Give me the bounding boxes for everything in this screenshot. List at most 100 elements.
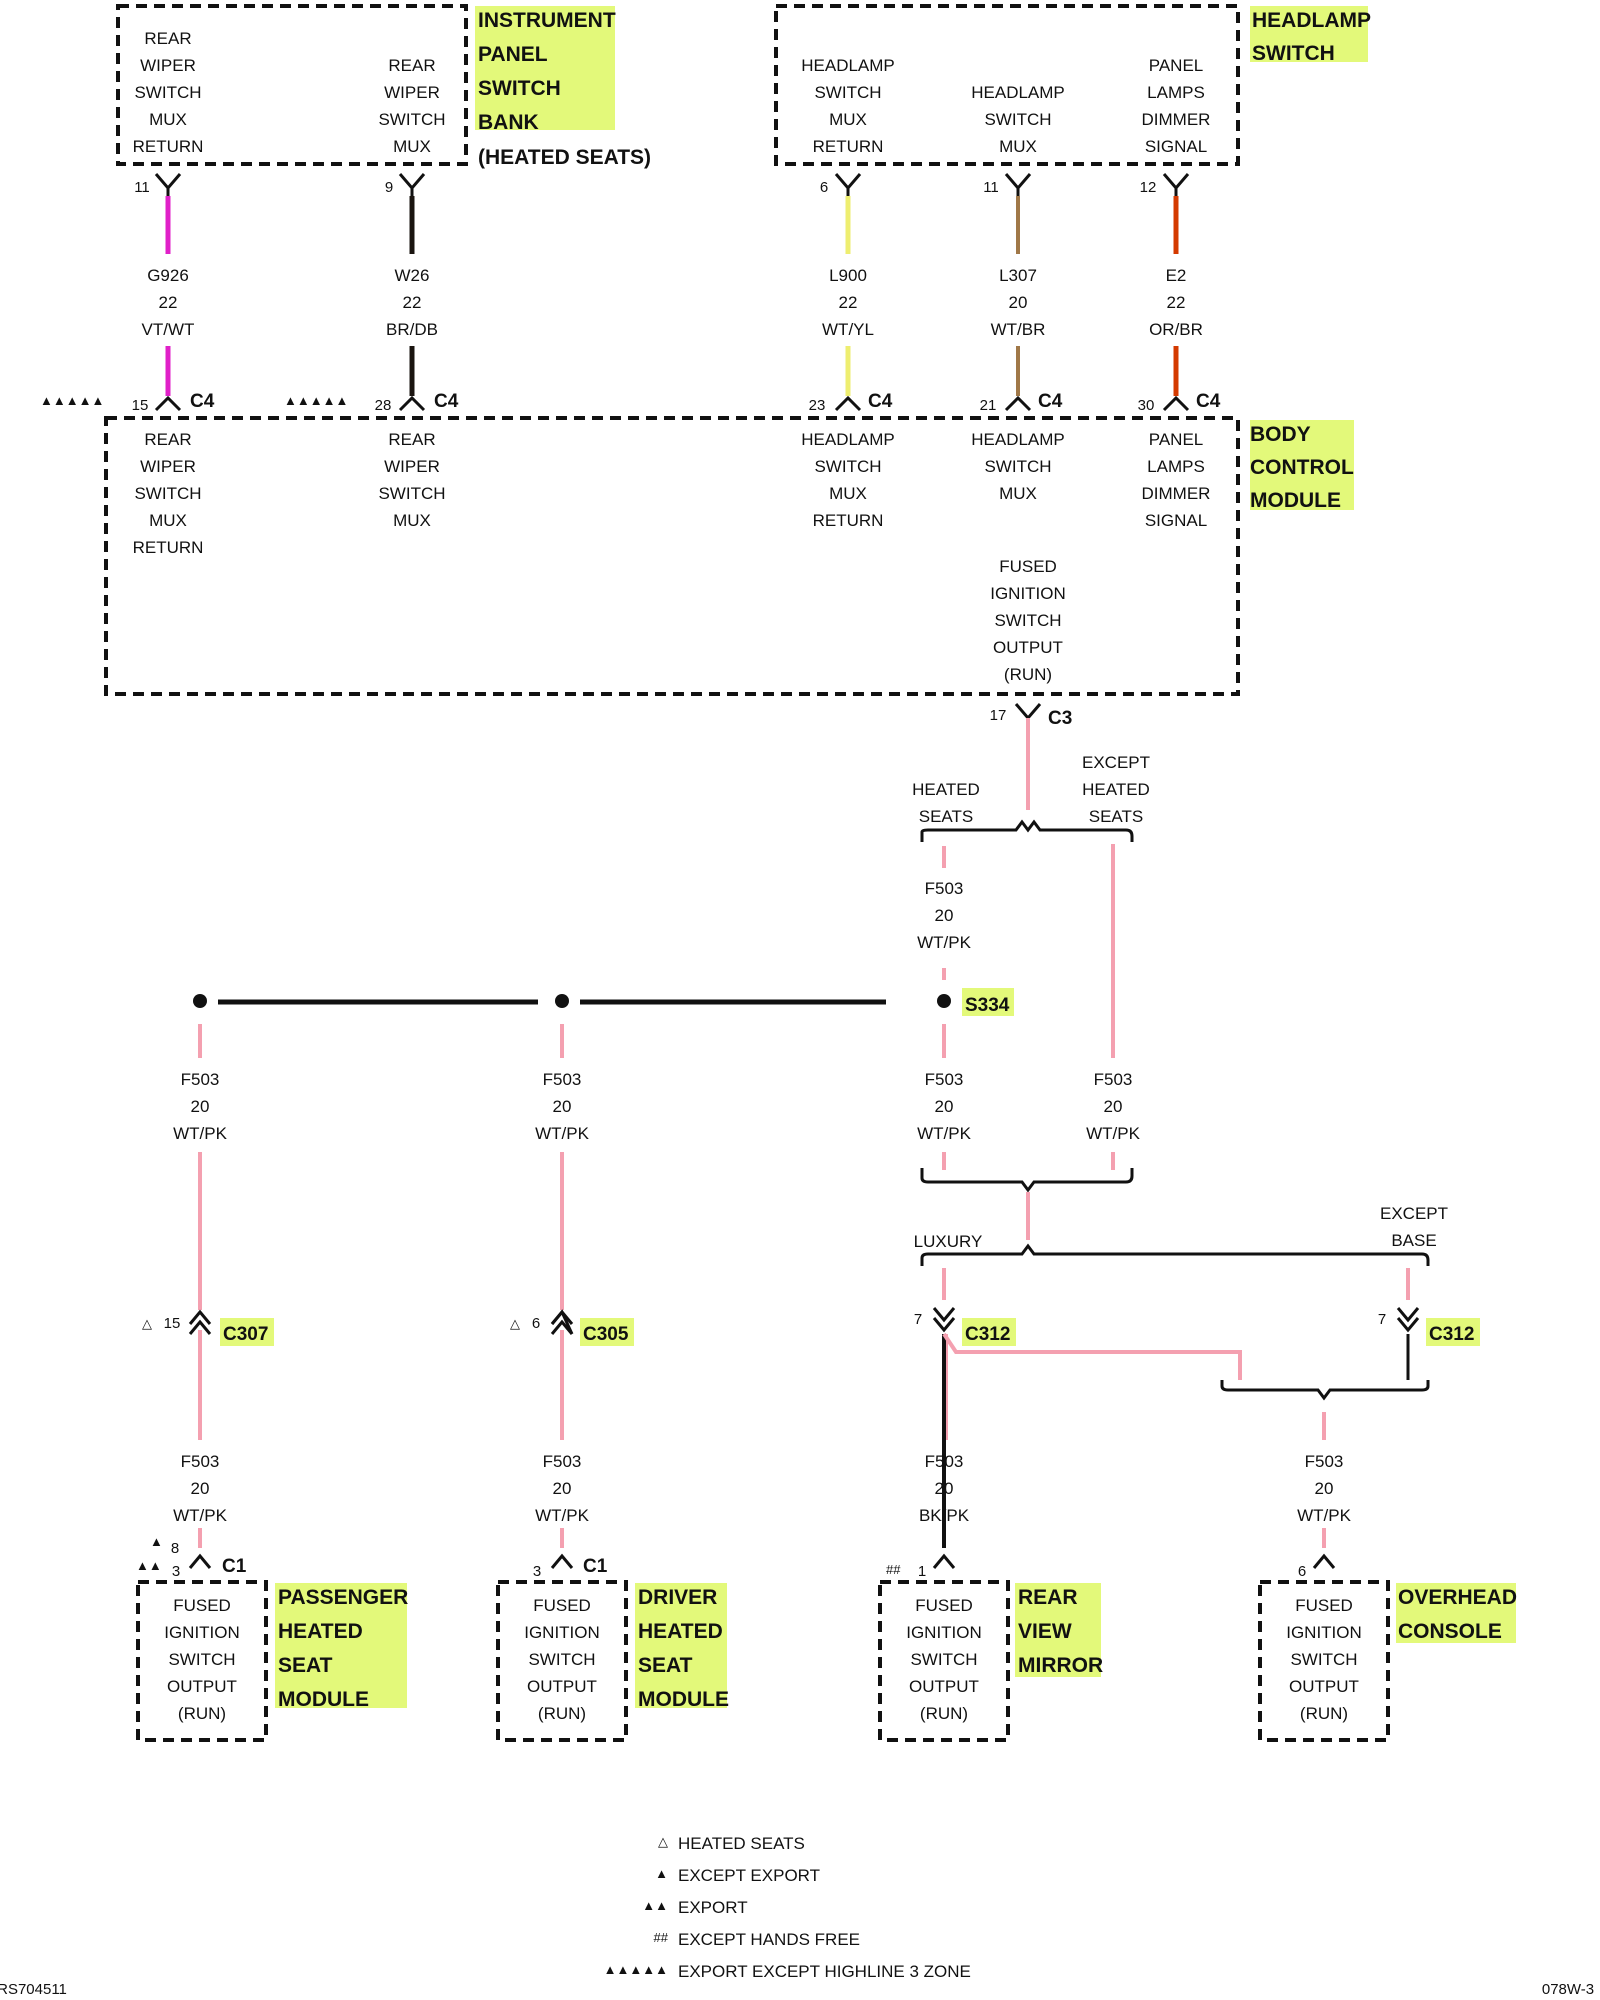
bcm-box [104, 416, 1240, 696]
driver-label-3: OUTPUT [527, 1677, 597, 1696]
overhead-title-1: CONSOLE [1398, 1620, 1502, 1643]
overhead-label-4: (RUN) [1300, 1704, 1348, 1723]
mirror-title-highlight [1015, 1583, 1101, 1677]
passenger-title-3: MODULE [278, 1688, 369, 1711]
bcm-pin21-label-0: HEADLAMP [971, 430, 1065, 449]
bcm-fused-label-4: (RUN) [1004, 665, 1052, 684]
wire-l900-id: L900 [829, 266, 867, 285]
wire-f503-o2-id: F503 [1305, 1452, 1344, 1471]
passenger-title-2: SEAT [278, 1654, 333, 1677]
passenger-label-3: OUTPUT [167, 1677, 237, 1696]
branch-brace-luxury [920, 1243, 1430, 1266]
bcm-fused-label-1: IGNITION [990, 584, 1066, 603]
mirror-pin1-symbol: ## [886, 1562, 901, 1577]
wire-e2-color: OR/BR [1149, 320, 1203, 339]
legend-symbol-0: △ [658, 1834, 668, 1849]
branch-heated-1: SEATS [919, 807, 973, 826]
bcm-pin28-label-2: SWITCH [378, 484, 445, 503]
passenger-label-0: FUSED [173, 1596, 231, 1615]
legend: △ HEATED SEATS ▲ EXCEPT EXPORT ▲▲ EXPORT… [604, 1834, 971, 1981]
overhead-box [1258, 1580, 1390, 1742]
c307-highlight [220, 1318, 274, 1346]
ipsb-subtitle: (HEATED SEATS) [478, 146, 651, 169]
wire-f503-d1-id: F503 [543, 1070, 582, 1089]
wire-f503-d2-color: WT/PK [535, 1506, 589, 1525]
driver-title-3: MODULE [638, 1688, 729, 1711]
ipsb-pin1-label-1: WIPER [140, 56, 196, 75]
bcm-pin28-label-1: WIPER [384, 457, 440, 476]
splice-dot-driver [555, 994, 569, 1008]
c307-label: C307 [223, 1324, 268, 1345]
bcm-pin30-label-0: PANEL [1149, 430, 1204, 449]
wire-f503-d2-id: F503 [543, 1452, 582, 1471]
ipsb-pin2-label-2: SWITCH [378, 110, 445, 129]
passenger-pin8: 8 [171, 1540, 179, 1557]
hls-pin3-label-3: SIGNAL [1145, 137, 1207, 156]
mirror-label-3: OUTPUT [909, 1677, 979, 1696]
hls-pin2-label-2: MUX [999, 137, 1037, 156]
bcm-pin23-label-0: HEADLAMP [801, 430, 895, 449]
ipsb-pin2-label-1: WIPER [384, 83, 440, 102]
bcm-pin15-label-4: RETURN [133, 538, 204, 557]
legend-text-3: EXCEPT HANDS FREE [678, 1930, 860, 1949]
wire-l307-color: WT/BR [991, 320, 1046, 339]
bcm-pin21-label-2: MUX [999, 484, 1037, 503]
bcm-title-1: CONTROL [1250, 456, 1354, 479]
overhead-label-1: IGNITION [1286, 1623, 1362, 1642]
passenger-conn: C1 [222, 1556, 247, 1577]
wire-l900-gauge: 22 [839, 293, 858, 312]
wire-f503-h1-color: WT/PK [917, 1124, 971, 1143]
bcm-pin23-label-1: SWITCH [814, 457, 881, 476]
wire-w26-id: W26 [395, 266, 430, 285]
c305-label: C305 [583, 1324, 629, 1345]
wire-f503-p2-gauge: 20 [191, 1479, 210, 1498]
inline-connector-symbols [188, 1307, 1420, 1335]
mirror-label-0: FUSED [915, 1596, 973, 1615]
legend-text-2: EXPORT [678, 1898, 748, 1917]
bcm-pin28-label-0: REAR [388, 430, 435, 449]
ipsb-title-2: SWITCH [478, 77, 561, 100]
branch-heated-0: HEATED [912, 780, 980, 799]
c312b-highlight [1426, 1318, 1480, 1346]
bcm-fused-label-2: SWITCH [994, 611, 1061, 630]
c307-symbol: △ [142, 1316, 152, 1331]
c305-highlight [580, 1318, 634, 1346]
wire-f503-h1-gauge: 20 [935, 1097, 954, 1116]
wire-f503-h1-id: F503 [925, 1070, 964, 1089]
hls-pin3-number: 12 [1140, 179, 1157, 196]
wire-l307-id: L307 [999, 266, 1037, 285]
bcm-pin15-label-2: SWITCH [134, 484, 201, 503]
passenger-label-4: (RUN) [178, 1704, 226, 1723]
bcm-title-2: MODULE [1250, 489, 1341, 512]
c312b-label: C312 [1429, 1324, 1474, 1345]
passenger-title-1: HEATED [278, 1620, 363, 1643]
hls-pin1-label-3: RETURN [813, 137, 884, 156]
legend-text-1: EXCEPT EXPORT [678, 1866, 820, 1885]
ipsb-pin1-label-0: REAR [144, 29, 191, 48]
ipsb-pin1-label-2: SWITCH [134, 83, 201, 102]
splice-dot-passenger [193, 994, 207, 1008]
hls-pin2-label-1: SWITCH [984, 110, 1051, 129]
wire-w26-gauge: 22 [403, 293, 422, 312]
bcm-pin15-label-3: MUX [149, 511, 187, 530]
wire-f503-o2-color: WT/PK [1297, 1506, 1351, 1525]
overhead-label-3: OUTPUT [1289, 1677, 1359, 1696]
wire-f503-m2-color: BK/PK [919, 1506, 970, 1525]
branch-except-base-1: BASE [1391, 1231, 1436, 1250]
wire-f503-p1-color: WT/PK [173, 1124, 227, 1143]
bcm-pin30-label-1: LAMPS [1147, 457, 1205, 476]
legend-symbol-2: ▲▲ [642, 1898, 668, 1913]
passenger-title-highlight [275, 1583, 407, 1708]
bcm-title-0: BODY [1250, 423, 1311, 446]
mirror-title-1: VIEW [1018, 1620, 1072, 1643]
branch-except-heated-0: EXCEPT [1082, 753, 1150, 772]
wire-f503-top-id: F503 [925, 879, 964, 898]
driver-label-2: SWITCH [528, 1650, 595, 1669]
branch-except-base-0: EXCEPT [1380, 1204, 1448, 1223]
bcm-pin28-number: 28 [375, 397, 392, 414]
bcm-pin28-conn: C4 [434, 391, 459, 412]
bcm-fused-label-3: OUTPUT [993, 638, 1063, 657]
ipsb-pin2-number: 9 [385, 179, 393, 196]
legend-symbol-1: ▲ [655, 1866, 668, 1881]
passenger-module-label: FUSED IGNITION SWITCH OUTPUT (RUN) [164, 1596, 240, 1723]
